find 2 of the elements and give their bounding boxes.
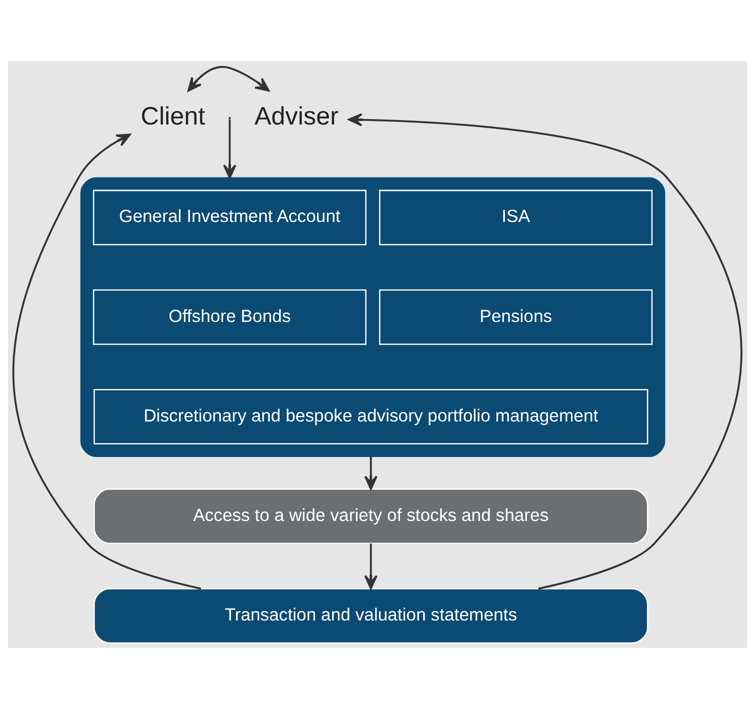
node-text: Adviser xyxy=(254,102,339,130)
node-text: Client xyxy=(140,102,206,130)
